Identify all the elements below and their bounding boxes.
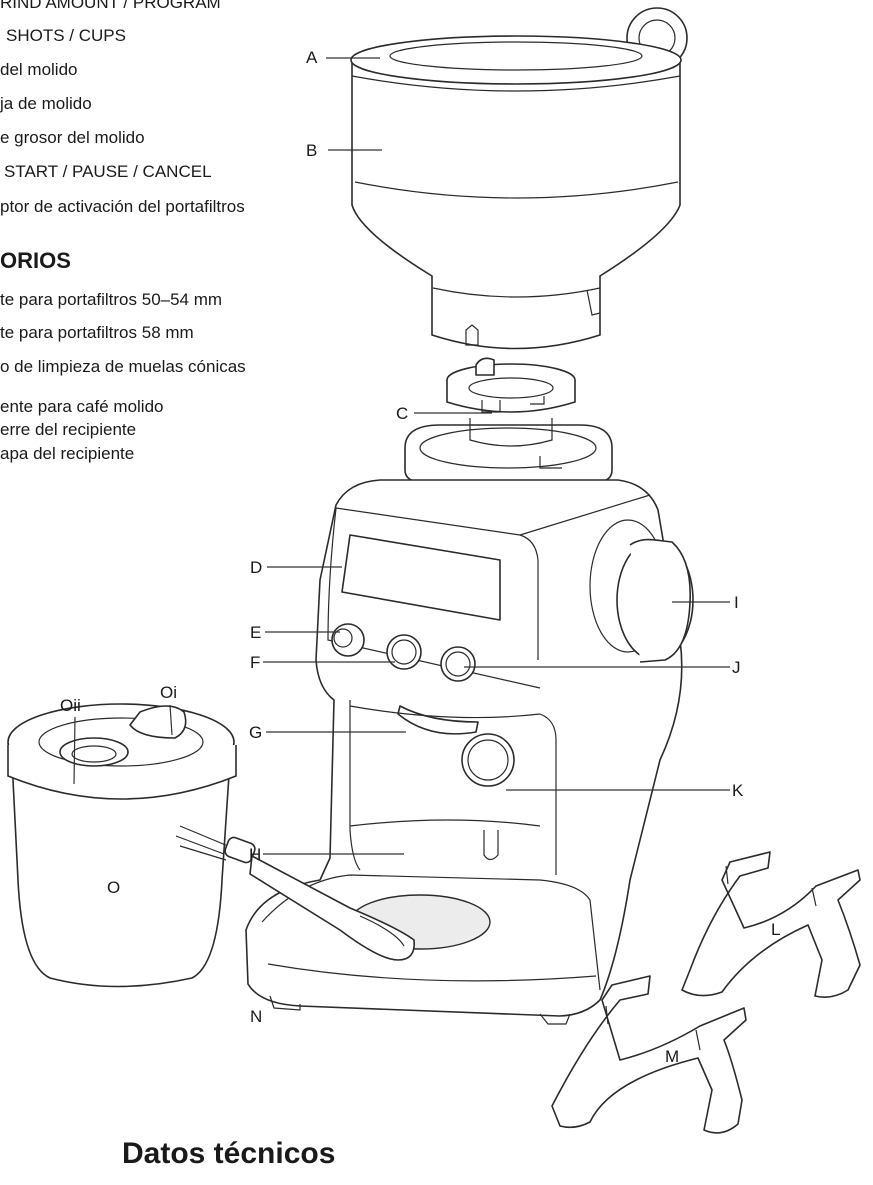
callout-D: D [250,558,262,577]
callout-Oii: Oii [60,696,81,715]
parts-list-item: del molido [0,60,78,79]
parts-list-item: ptor de activación del portafiltros [0,197,245,216]
accessories-list-item: o de limpieza de muelas cónicas [0,357,246,376]
callout-leader-lines [73,57,730,855]
callout-H: H [249,845,261,864]
callout-B: B [306,141,317,160]
callout-labels: A B C D E F G H I J K L M N O Oi Oii [60,48,780,1066]
callout-O: O [107,878,120,897]
grinder-body-drawing [245,418,694,1025]
parts-list-item: START / PAUSE / CANCEL [4,162,212,181]
callout-A: A [306,48,318,67]
accessories-heading: ORIOS [0,248,71,273]
callout-I: I [734,593,739,612]
cleaning-brush-drawing [175,825,415,961]
callout-C: C [396,404,408,423]
footer-heading: Datos técnicos [122,1137,336,1170]
bean-hopper-drawing [350,7,688,350]
accessories-list-item: apa del recipiente [0,444,135,463]
parts-list-item: e grosor del molido [0,128,145,147]
callout-N: N [250,1007,262,1026]
parts-list-item: SHOTS / CUPS [6,26,126,45]
callout-F: F [250,653,260,672]
accessories-list-item: te para portafiltros 58 mm [0,323,194,342]
callout-M: M [665,1047,679,1066]
coffee-container-drawing [7,703,237,988]
parts-list-item: ja de molido [0,94,92,113]
callout-L: L [771,920,780,939]
portafilter-cradle-drawing [551,851,861,1134]
callout-Oi: Oi [160,683,177,702]
accessories-list-item: ente para café molido [0,397,164,416]
callout-J: J [732,658,741,677]
callout-E: E [250,623,261,642]
callout-K: K [732,781,744,800]
upper-burr-drawing [446,357,576,413]
accessories-list-item: erre del recipiente [0,420,137,439]
callout-G: G [249,723,262,742]
parts-list-item: RIND AMOUNT / PROGRAM [0,0,221,12]
accessories-list-item: te para portafiltros 50–54 mm [0,290,223,309]
